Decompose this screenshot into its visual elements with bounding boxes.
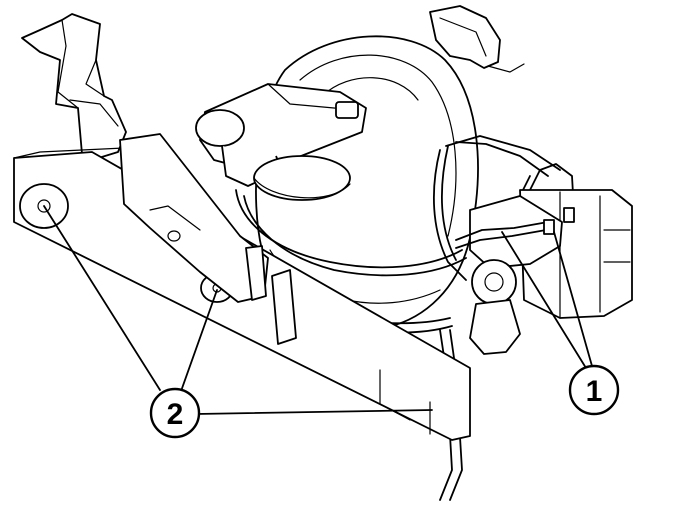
callout-2-label: 2	[167, 398, 184, 431]
top-connector	[429, 5, 525, 73]
inner-bracket-plate	[119, 133, 297, 345]
callout-1: 1	[568, 364, 620, 416]
callout-1-circle	[568, 364, 620, 416]
callout-1-leaders	[501, 231, 593, 369]
callout-2-circle	[149, 387, 201, 439]
abs-hydraulic-unit	[455, 189, 633, 355]
callout-2-leaders	[43, 205, 433, 415]
callout-1-label: 1	[586, 375, 603, 408]
upper-mounting-bracket	[21, 13, 127, 161]
callout-2: 2	[149, 387, 201, 439]
fluid-reservoir	[195, 83, 367, 201]
